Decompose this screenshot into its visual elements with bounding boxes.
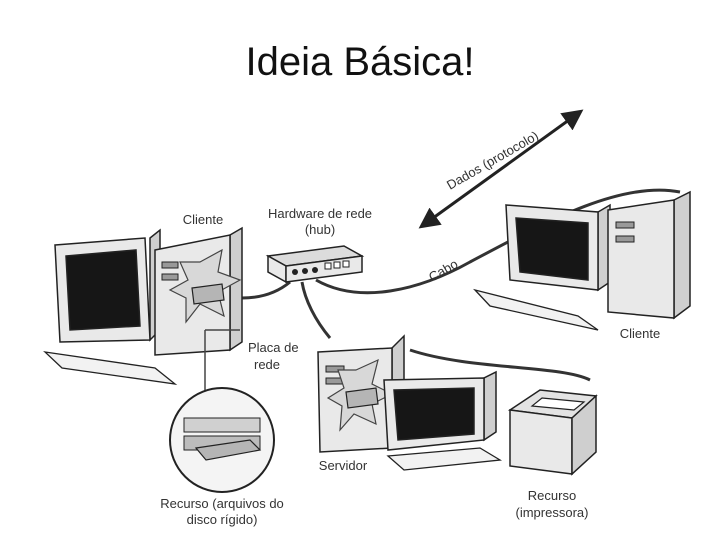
client-right	[473, 190, 691, 331]
tower-icon	[607, 199, 675, 319]
label-data-protocol: Dados (protocolo)	[444, 128, 541, 193]
label-nic-line1: Placa de	[248, 340, 299, 355]
cable-hub-server	[300, 281, 332, 339]
keyboard-icon	[473, 288, 599, 331]
label-hub-line2: (hub)	[305, 222, 335, 237]
label-hub-line1: Hardware de rede	[268, 206, 372, 221]
cable-server-printer	[409, 348, 591, 382]
printer-icon	[509, 409, 573, 475]
disk-magnifier	[169, 329, 275, 493]
hub-port-icon	[302, 268, 308, 274]
keyboard-icon	[386, 447, 503, 471]
label-client-left: Cliente	[183, 212, 223, 227]
label-nic-line2: rede	[254, 357, 280, 372]
page-title: Ideia Básica!	[245, 40, 475, 84]
label-client-right: Cliente	[620, 326, 660, 341]
server	[317, 334, 503, 471]
label-resource-disk-line1: Recurso (arquivos do	[160, 496, 284, 511]
client-left	[43, 226, 243, 385]
label-resource-disk-line2: disco rígido)	[187, 512, 258, 527]
label-resource-printer-line2: (impressora)	[516, 505, 589, 520]
network-card-icon	[191, 283, 225, 305]
keyboard-icon	[43, 351, 178, 385]
label-resource-printer-line1: Recurso	[528, 488, 576, 503]
label-cable: Cabo	[426, 256, 460, 285]
hub-port-icon	[292, 269, 298, 275]
hub-device	[265, 245, 365, 284]
cable-hub-client-right	[315, 188, 681, 295]
printer	[507, 389, 598, 476]
network-cables	[241, 188, 681, 382]
cable-client-hub	[241, 280, 291, 300]
network-card-icon	[345, 387, 379, 409]
label-server: Servidor	[319, 458, 368, 473]
hub-port-icon	[312, 267, 318, 273]
data-arrow	[418, 109, 584, 229]
hard-disk-icon	[194, 439, 262, 461]
